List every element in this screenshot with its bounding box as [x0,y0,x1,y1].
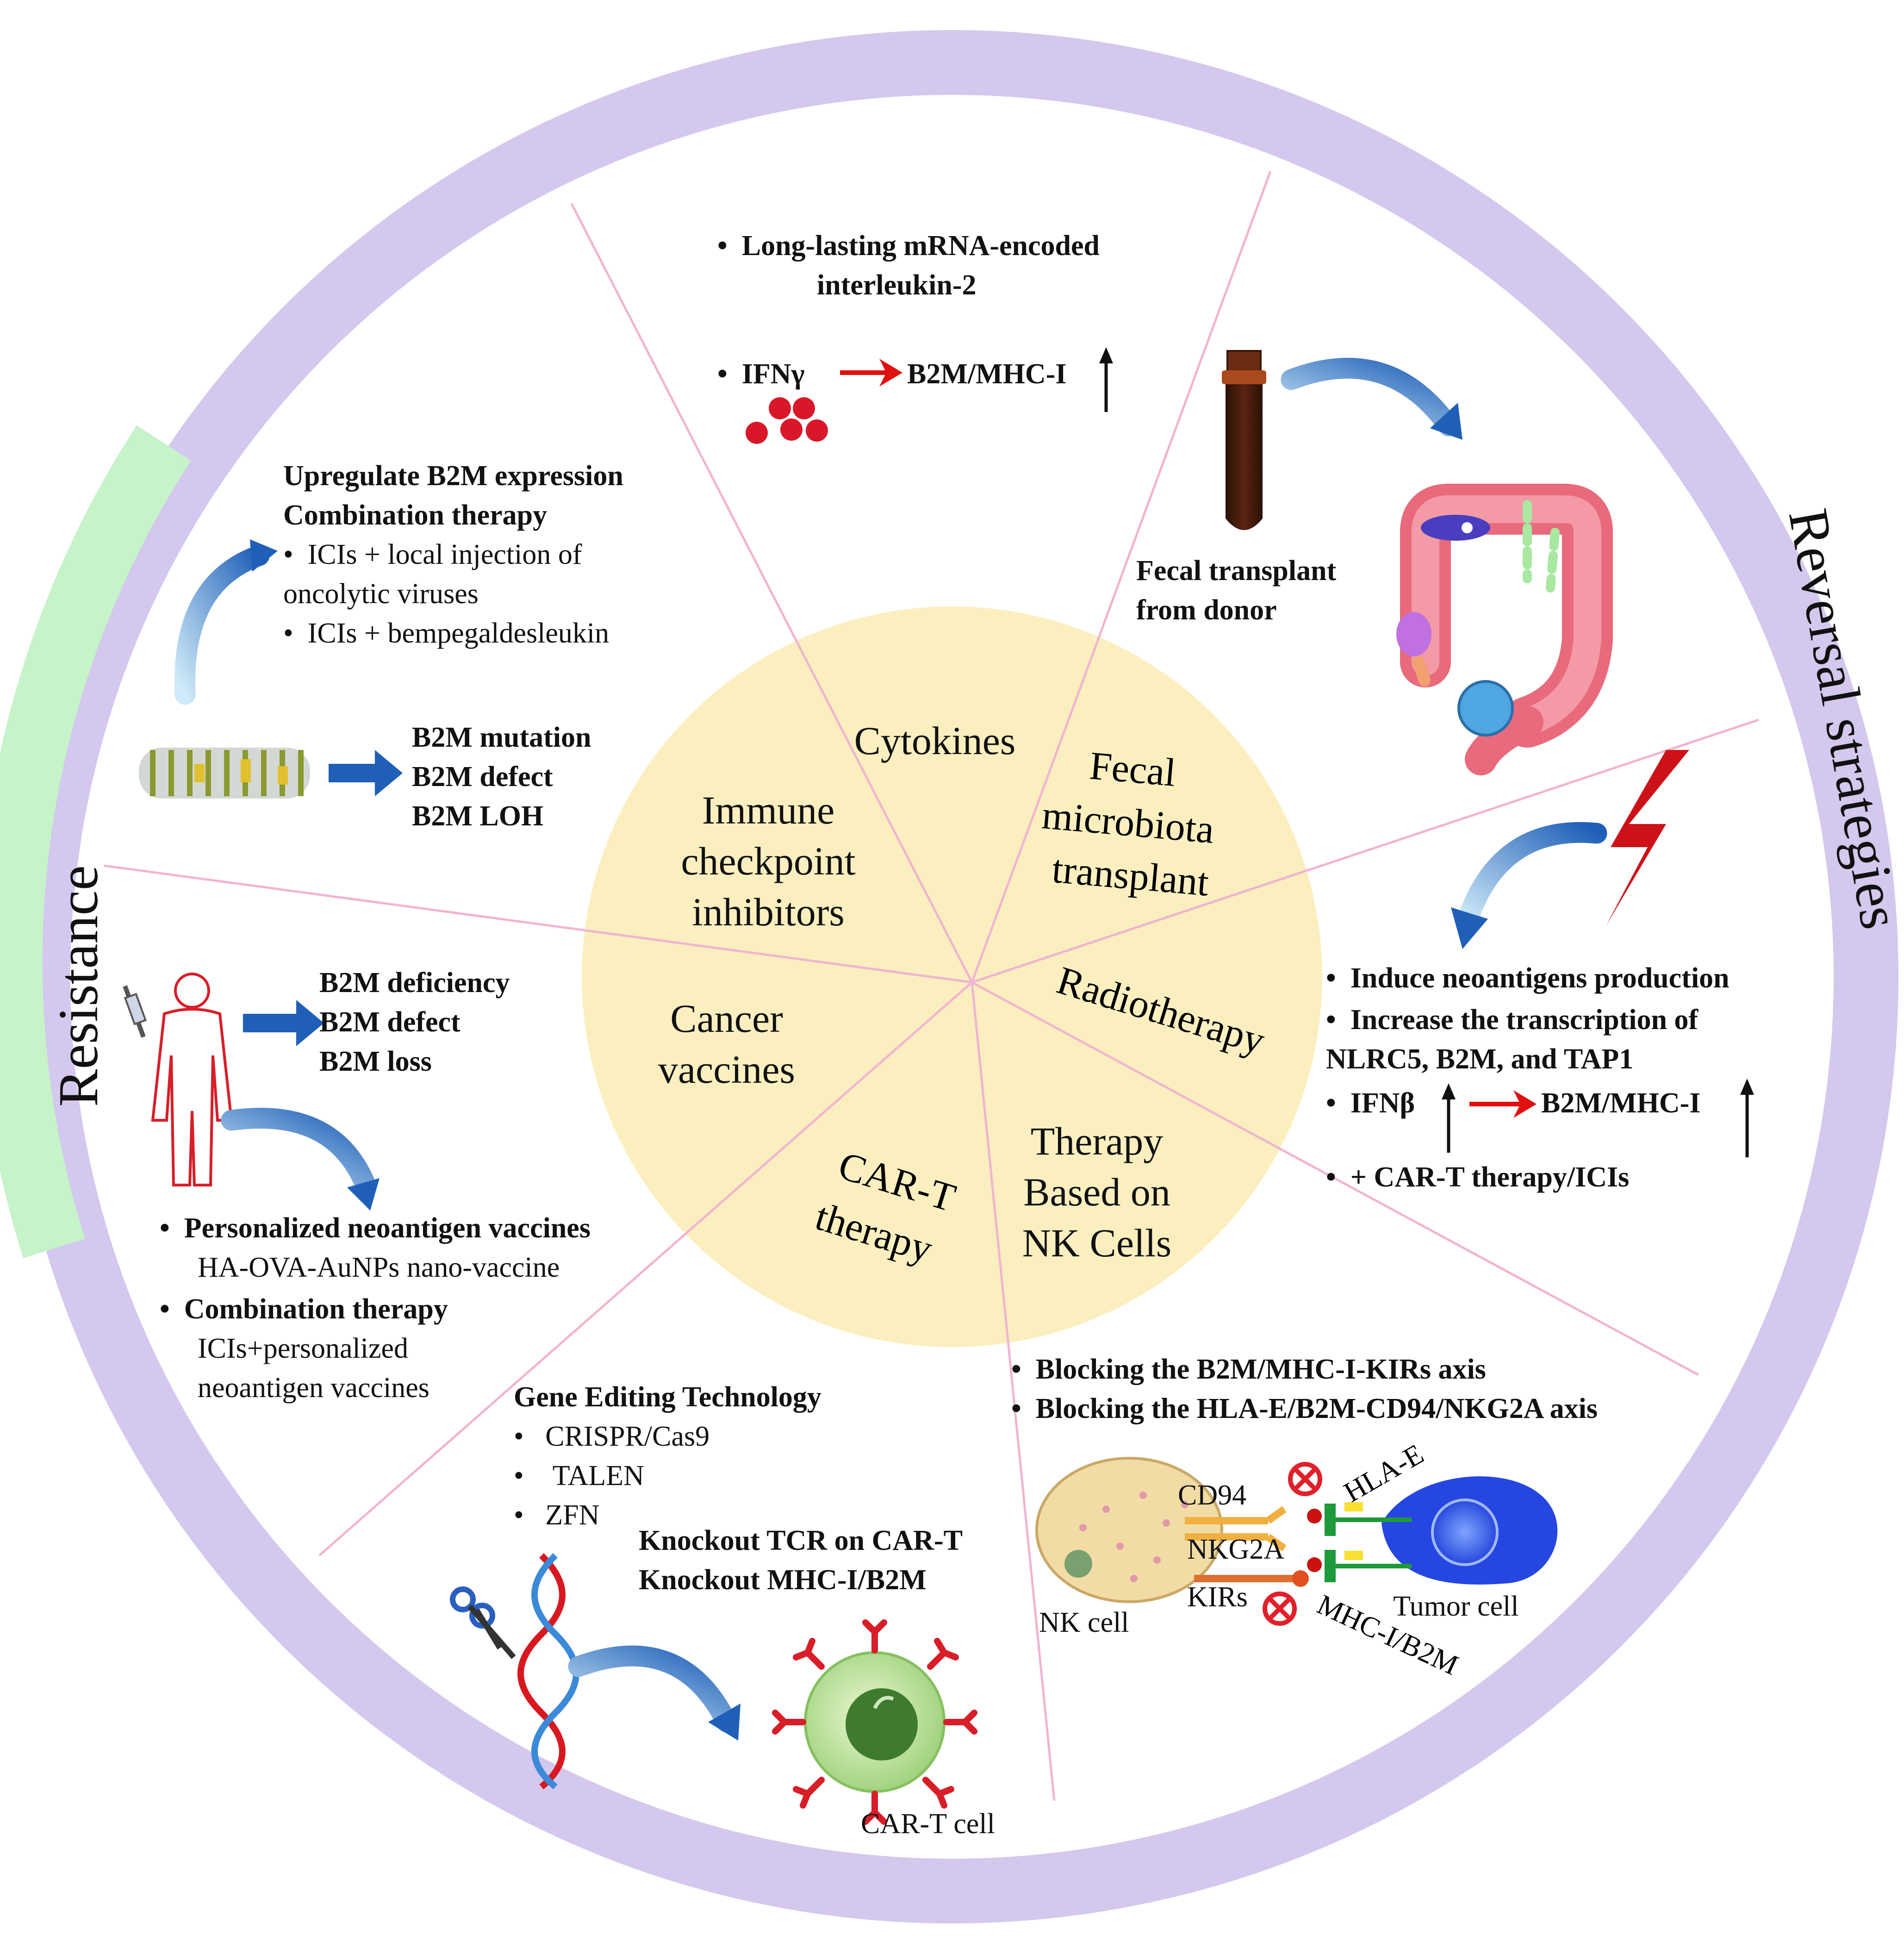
vaccine-bullet-1: • Personalized neoantigen vaccines [160,1212,591,1244]
nk-label-2: Based on [1023,1170,1170,1214]
nk-cell-label: NK cell [1039,1607,1129,1638]
cytokines-item1-line1: Long-lasting mRNA-encoded [741,230,1100,262]
cytokine-dots [746,397,828,444]
scissors-icon [450,1586,516,1659]
ici-label-3: inhibitors [692,890,845,934]
ici-label-2: checkpoint [681,839,856,883]
nk-bullet-2: • Blocking the HLA-E/B2M-CD94/NKG2A axis [1011,1393,1598,1424]
cart-cell-graphic [772,1619,977,1825]
radio-item-1: Induce neoantigens production [1350,962,1730,994]
ici-sub-1-line1: ICIs + local injection of [307,539,582,570]
ici-sub-1: • ICIs + local injection of [283,539,582,570]
ici-label-1: Immune [702,788,835,832]
vaccine-def-2: B2M defect [319,1006,460,1038]
ici-mutation-1: B2M mutation [412,722,591,753]
vaccine-item-1-sub: HA-OVA-AuNPs nano-vaccine [198,1252,560,1283]
cart-cell-label: CAR-T cell [861,1808,995,1840]
ici-right-arrow [329,750,403,796]
cytokine-target-label: B2M/MHC-I [907,358,1067,390]
knockout-tcr: Knockout TCR on CAR-T [639,1525,963,1556]
ici-mutation-2: B2M defect [412,761,553,793]
fecal-blue-arrow [1281,358,1459,437]
cytokines-bullet-2: • IFNγ [717,358,805,390]
radio-item-2-line2: NLRC5, B2M, and TAP1 [1326,1043,1634,1075]
block-icon [1288,1462,1322,1496]
vaccine-def-3: B2M loss [319,1046,432,1077]
nk-item-2: Blocking the HLA-E/B2M-CD94/NKG2A axis [1035,1393,1598,1424]
fecal-label-1: Fecal [1088,743,1178,795]
ici-mutation-3: B2M LOH [412,800,544,832]
radio-target-label: B2M/MHC-I [1541,1087,1701,1119]
knockout-mhc: Knockout MHC-I/B2M [639,1564,927,1596]
resistance-arc [0,425,191,1259]
nk-item-1: Blocking the B2M/MHC-I-KIRs axis [1035,1354,1486,1385]
vaccine-item-1: Personalized neoantigen vaccines [184,1212,591,1244]
divider-lines [104,171,1759,1801]
fecal-line-2: from donor [1136,594,1277,626]
block-icon-2 [1263,1592,1297,1626]
ici-sub-1-line2: oncolytic viruses [283,578,479,610]
gene-editing-item-1: • CRISPR/Cas9 [514,1421,710,1452]
syringe-icon [123,985,147,1038]
colon-graphic [1396,484,1613,775]
cytokines-item1-line2: interleukin-2 [817,269,977,301]
vaccine-def-1: B2M deficiency [319,967,510,999]
ici-head-1: Upregulate B2M expression [283,460,623,492]
fecal-tube-graphic [1222,350,1266,530]
gene-editing-item-2: • TALEN [514,1460,644,1492]
radio-blue-arrow [1456,822,1607,932]
radio-item-4: + CAR-T therapy/ICIs [1350,1161,1630,1193]
nk-bullet-1: • Blocking the B2M/MHC-I-KIRs axis [1011,1354,1486,1385]
dna-strand-graphic [139,748,310,799]
ifng-red-arrow-head [879,359,902,387]
resistance-label: Resistance [47,865,110,1107]
talen-label: TALEN [552,1460,644,1492]
cytokines-label: Cytokines [854,718,1016,763]
nk-label-1: Therapy [1030,1119,1164,1163]
vaccines-label-1: Cancer [670,996,783,1041]
vaccine-right-arrow [243,1000,324,1046]
crispr-label: CRISPR/Cas9 [545,1421,710,1452]
ici-sub-2-text: ICIs + bempegaldesleukin [307,618,610,649]
nk-label-3: NK Cells [1022,1221,1172,1265]
ici-sub-2: • ICIs + bempegaldesleukin [283,618,610,649]
ici-head-2: Combination therapy [283,499,548,531]
radio-bullet-3: • IFNβ [1326,1087,1415,1119]
vaccine-item-2-sub2: neoantigen vaccines [198,1372,429,1404]
radio-item-2-line1: Increase the transcription of [1350,1004,1699,1036]
ici-blue-arrow [174,545,270,705]
ifng-label: IFNγ [741,358,805,390]
radio-bullet-1: • Induce neoantigens production [1326,962,1730,994]
vaccine-blue-arrow [221,1108,376,1196]
cart-blue-arrow [568,1645,737,1733]
radio-bullet-4: • + CAR-T therapy/ICIs [1326,1161,1630,1193]
vaccines-label-2: vaccines [658,1047,796,1092]
radio-bullet-2: • Increase the transcription of [1326,1004,1699,1036]
lightning-icon [1606,750,1689,926]
human-outline-graphic [151,973,233,1186]
vaccine-bullet-2: • Combination therapy [160,1293,448,1325]
cd94-label: CD94 [1178,1480,1247,1511]
kirs-label: KIRs [1187,1581,1248,1613]
fecal-line-1: Fecal transplant [1136,555,1337,587]
nk-receptors [1185,1506,1322,1587]
cytokines-bullet-1: • Long-lasting mRNA-encoded [717,230,1100,262]
gene-editing-item-3: • ZFN [514,1499,600,1531]
nk-cell-graphic [1035,1457,1223,1603]
ifnb-label: IFNβ [1350,1087,1415,1119]
tumor-cell-graphic [1325,1476,1558,1585]
vaccine-item-2-sub1: ICIs+personalized [198,1333,409,1364]
gene-editing-title: Gene Editing Technology [514,1381,821,1413]
zfn-label: ZFN [545,1499,600,1531]
vaccine-item-2: Combination therapy [184,1293,448,1325]
tumor-cell-label: Tumor cell [1393,1591,1519,1622]
nkg2a-label: NKG2A [1187,1534,1285,1565]
